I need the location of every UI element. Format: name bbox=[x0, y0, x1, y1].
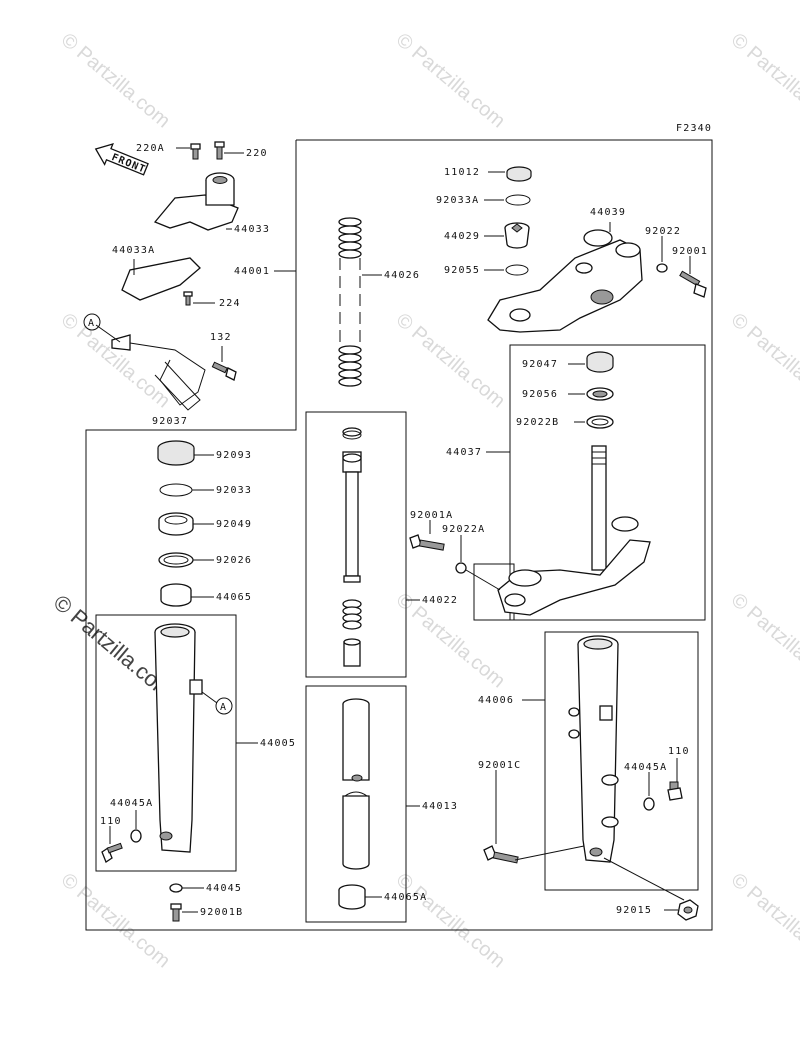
label-44037: 44037 bbox=[446, 447, 482, 458]
figure-code: F2340 bbox=[676, 123, 712, 134]
watermark: © Partzilla.com bbox=[57, 29, 174, 132]
oring-92055 bbox=[505, 264, 529, 276]
callout-a-fork: A bbox=[215, 697, 233, 715]
label-92022B: 92022B bbox=[516, 417, 559, 428]
damper-rod-44022 bbox=[342, 427, 362, 667]
washer-44045 bbox=[169, 883, 183, 893]
callout-a-fork-label: A bbox=[220, 702, 227, 713]
label-220: 220 bbox=[246, 148, 268, 159]
label-44045A-right: 44045A bbox=[624, 762, 667, 773]
label-92055: 92055 bbox=[444, 265, 480, 276]
label-92015: 92015 bbox=[616, 905, 652, 916]
label-92001A: 92001A bbox=[410, 510, 453, 521]
bushing-44065A bbox=[338, 884, 366, 910]
label-44039: 44039 bbox=[590, 207, 626, 218]
label-132: 132 bbox=[210, 332, 232, 343]
label-44033: 44033 bbox=[234, 224, 270, 235]
label-44033A: 44033A bbox=[112, 245, 155, 256]
seal-92022B bbox=[586, 415, 614, 429]
label-44045: 44045 bbox=[206, 883, 242, 894]
watermark: © Partzilla.com bbox=[392, 869, 509, 972]
bearing-92056 bbox=[586, 387, 614, 401]
label-44022: 44022 bbox=[422, 595, 458, 606]
clamp-92037 bbox=[111, 334, 206, 411]
circlip-92033A bbox=[505, 194, 531, 206]
spring-44026 bbox=[338, 217, 362, 387]
bolt-92001B bbox=[170, 903, 182, 922]
bolt-92001C bbox=[483, 845, 519, 864]
plug-44029 bbox=[504, 222, 530, 249]
washer-92026 bbox=[158, 552, 194, 568]
label-224: 224 bbox=[219, 298, 241, 309]
watermark: © Partzilla.com bbox=[392, 29, 509, 132]
dust-seal-92093 bbox=[157, 440, 195, 466]
circlip-92033 bbox=[159, 483, 193, 497]
nut-92015 bbox=[677, 899, 699, 921]
label-92033: 92033 bbox=[216, 485, 252, 496]
washer-44045A-left bbox=[130, 829, 142, 843]
washer-92022A bbox=[455, 562, 467, 574]
outer-tube-44005 bbox=[154, 623, 203, 853]
upper-bracket-44039 bbox=[487, 229, 643, 333]
stem-44037 bbox=[497, 445, 651, 616]
cap-11012 bbox=[506, 166, 532, 182]
label-11012: 11012 bbox=[444, 167, 480, 178]
outer-tube-44006 bbox=[568, 635, 619, 863]
bolt-110-left bbox=[101, 842, 123, 863]
washer-92022 bbox=[656, 263, 668, 273]
label-92001B: 92001B bbox=[200, 907, 243, 918]
watermark: © Partzilla.com bbox=[727, 29, 800, 132]
seal-92047 bbox=[586, 351, 614, 373]
label-110-right: 110 bbox=[668, 746, 690, 757]
label-44045A-left: 44045A bbox=[110, 798, 153, 809]
watermark: © Partzilla.com bbox=[57, 309, 174, 412]
label-92056: 92056 bbox=[522, 389, 558, 400]
label-92026: 92026 bbox=[216, 555, 252, 566]
label-44029: 44029 bbox=[444, 231, 480, 242]
label-92022: 92022 bbox=[645, 226, 681, 237]
label-92001: 92001 bbox=[672, 246, 708, 257]
label-92001C: 92001C bbox=[478, 760, 521, 771]
label-220A: 220A bbox=[136, 143, 165, 154]
label-92047: 92047 bbox=[522, 359, 558, 370]
label-44001: 44001 bbox=[234, 266, 270, 277]
label-92049: 92049 bbox=[216, 519, 252, 530]
bolt-92001A bbox=[409, 534, 445, 551]
label-44005: 44005 bbox=[260, 738, 296, 749]
watermark: © Partzilla.com bbox=[727, 589, 800, 692]
bolt-92001 bbox=[679, 270, 707, 298]
bushing-44065 bbox=[160, 583, 192, 607]
watermark: © Partzilla.com bbox=[727, 309, 800, 412]
label-44065A: 44065A bbox=[384, 892, 427, 903]
bracket-44033A bbox=[121, 257, 201, 301]
watermark: © Partzilla.com bbox=[392, 309, 509, 412]
label-44013: 44013 bbox=[422, 801, 458, 812]
label-92093: 92093 bbox=[216, 450, 252, 461]
assembly-frames bbox=[85, 139, 713, 931]
bolt-110-right bbox=[667, 781, 683, 801]
inner-tube-44013 bbox=[342, 698, 370, 870]
watermark: © Partzilla.com bbox=[57, 869, 174, 972]
label-44026: 44026 bbox=[384, 270, 420, 281]
label-92033A: 92033A bbox=[436, 195, 479, 206]
washer-44045A-right bbox=[643, 797, 655, 811]
bolt-132 bbox=[211, 361, 237, 381]
label-110-left: 110 bbox=[100, 816, 122, 827]
bolt-220 bbox=[214, 141, 225, 160]
bolt-224 bbox=[183, 291, 193, 306]
oil-seal-92049 bbox=[158, 512, 194, 536]
label-92022A: 92022A bbox=[442, 524, 485, 535]
label-92037: 92037 bbox=[152, 416, 188, 427]
meter-bracket-44033 bbox=[153, 172, 239, 231]
label-44006: 44006 bbox=[478, 695, 514, 706]
watermark: © Partzilla.com bbox=[727, 869, 800, 972]
bolt-220A bbox=[190, 143, 201, 160]
callout-a-label: A bbox=[88, 318, 95, 329]
label-44065: 44065 bbox=[216, 592, 252, 603]
callout-a-top: A bbox=[83, 313, 101, 331]
